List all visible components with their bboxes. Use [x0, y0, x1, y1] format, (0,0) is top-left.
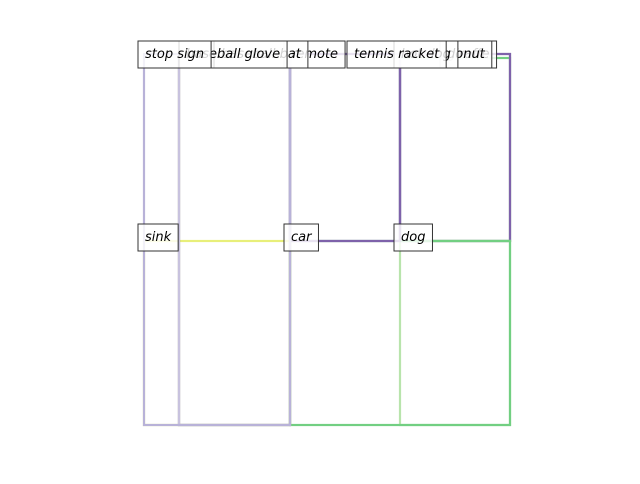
bbox-hot-dog: [398, 52, 512, 243]
bbox-tennis-racket: [288, 52, 402, 243]
label-sink: sink: [137, 223, 179, 252]
label-background: [137, 40, 212, 69]
label-text: car: [291, 230, 313, 245]
label-text: dog: [401, 230, 425, 245]
box-layer: [142, 52, 512, 427]
label-car: car: [283, 223, 319, 252]
label-background: [393, 223, 433, 252]
label-background: [137, 223, 179, 252]
label-text: sink: [145, 230, 172, 245]
label-stop-sign: stop sign: [137, 40, 212, 69]
bbox-giraffe: [398, 56, 512, 243]
label-background: [283, 223, 319, 252]
label-layer: giraffedonuthot dogdogcartennis racketre…: [137, 40, 498, 252]
label-text: tennis racket: [354, 47, 440, 62]
bbox-sink: [142, 239, 292, 427]
bbox-dog: [398, 239, 512, 427]
bbox-baseball-bat: [177, 52, 292, 427]
label-tennis-racket: tennis racket: [346, 40, 447, 69]
bbox-remote: [288, 52, 402, 243]
bbox-baseball-glove: [177, 52, 292, 427]
label-text: stop sign: [145, 47, 204, 62]
bbox-donut: [398, 52, 512, 243]
label-dog: dog: [393, 223, 433, 252]
label-background: [346, 40, 447, 69]
